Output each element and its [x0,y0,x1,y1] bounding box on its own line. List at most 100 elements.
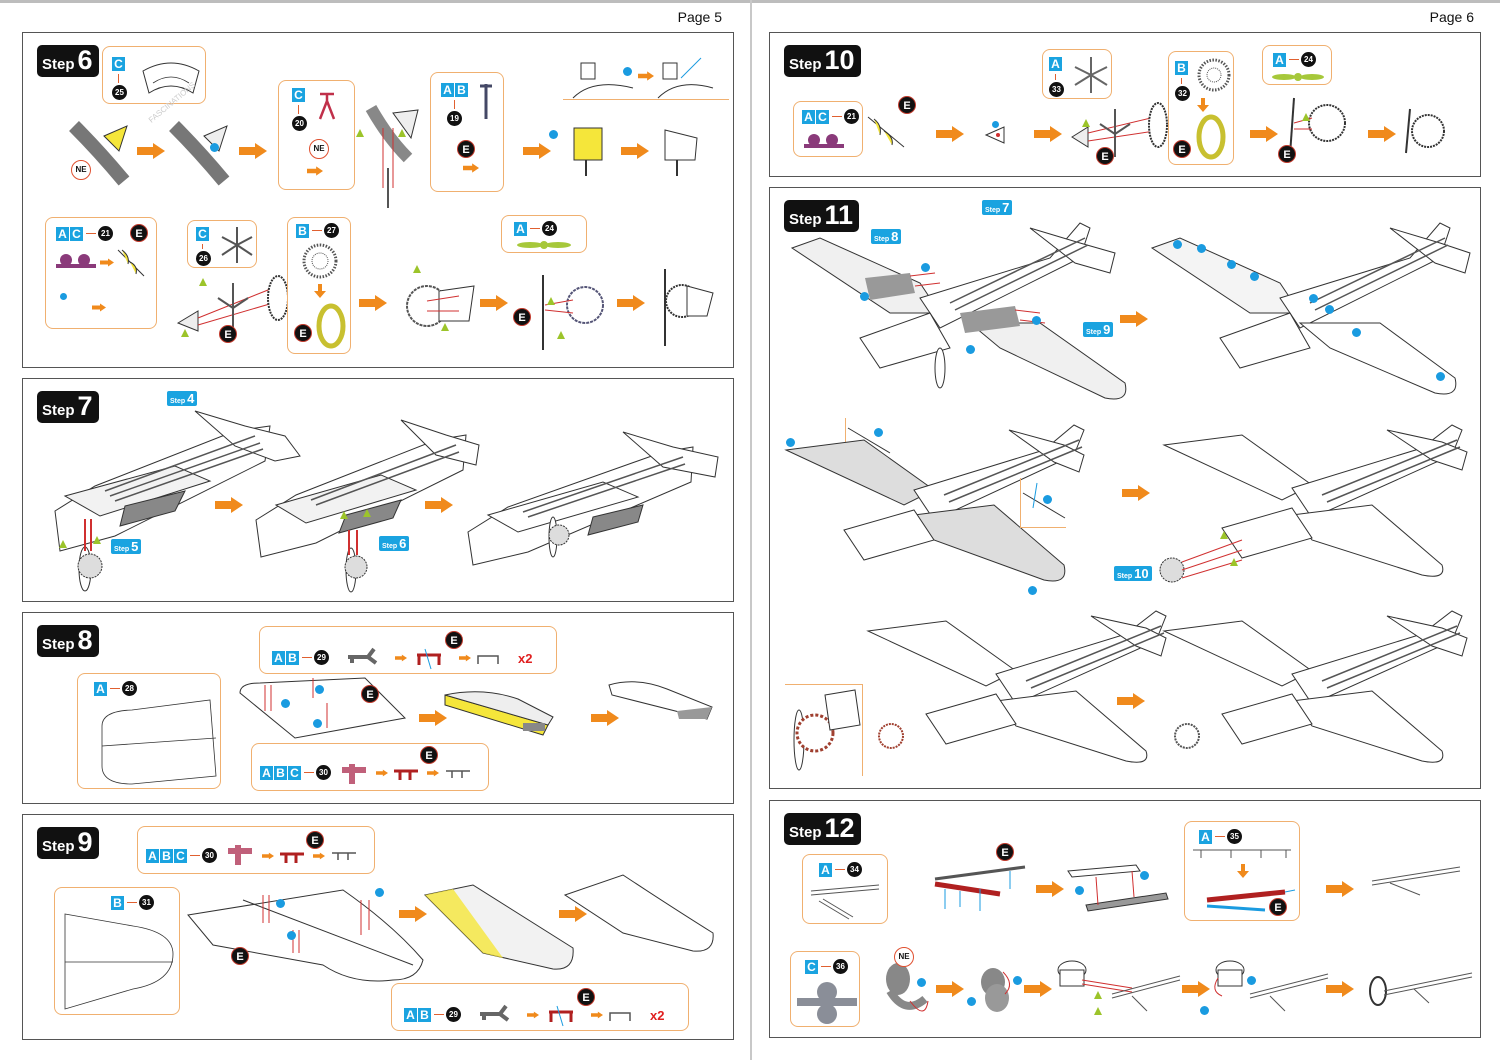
glue-dot-icon [1309,294,1318,303]
page-number: Page 6 [1429,9,1474,25]
glue-dot-icon [276,899,285,908]
sheet-label: A [802,109,815,124]
arrow-right-icon [559,906,587,922]
page-number: Page 5 [677,9,722,25]
ref-number: 5 [131,539,139,554]
ne-badge: NE [71,160,91,180]
propeller-engine-illustration [1289,97,1346,156]
ne-badge: NE [894,947,914,967]
step-number: 7 [77,391,93,421]
page-spine [750,0,752,1060]
glue-dot-icon [1032,316,1041,325]
sheet-label: C [112,57,125,71]
engine-ring-cone-illustration [169,121,230,186]
arrow-down-icon [314,284,326,298]
glue-dot-icon [1043,495,1052,504]
wing-folded-illustration [423,884,574,970]
e-badge: E [445,631,463,649]
landing-gear-complete-illustration [1369,972,1473,1006]
arrow-right-icon [1120,311,1148,327]
glue-dot-icon [917,978,926,987]
part-35-fold-illustration [1206,889,1296,912]
engine-with-exhaust-illustration [573,127,603,176]
step-number: 11 [824,200,854,230]
part-34-strut-illustration [810,884,880,920]
cylinder-star-illustration [221,227,253,263]
sheet-label: B [1175,61,1188,75]
arrow-right-icon [459,654,471,662]
step-number: 9 [77,827,93,857]
aircraft-wings-attached-illustration [1150,222,1471,395]
sheet-label: C [196,227,209,241]
part-21-folded-illustration [867,116,905,148]
part-number: 24 [542,221,557,236]
arrow-right-icon [1034,126,1062,142]
engine-with-propeller-illustration [664,269,714,346]
sheet-label: C [292,88,305,102]
arrow-right-icon [425,497,453,513]
aircraft-fuselage-engine-illustration [467,431,719,566]
glue-dot-icon [1200,1006,1209,1015]
sheet-label: C [70,226,83,241]
glue-dot-icon [874,428,883,437]
align-triangle-icon [181,329,189,337]
align-triangle-icon [1094,1007,1102,1015]
part-label-group: C 26 [196,225,211,268]
sheet-label: B [274,765,287,780]
arrow-right-icon [617,295,645,311]
aircraft-wings-tabs-illustration [784,424,1085,582]
part-30-illustration [228,845,252,865]
arrow-right-icon [1368,126,1396,142]
callout-part-32: B 32 E [1168,51,1234,165]
arrow-right-icon [591,710,619,726]
detail-inset [1020,478,1066,528]
part-31-wing-flat-illustration [64,913,174,1010]
sheet-label: A [94,681,107,696]
ref-number: 7 [1002,200,1010,215]
arrow-right-icon [1250,126,1278,142]
glue-dot-icon [966,345,975,354]
align-triangle-icon [1220,531,1228,539]
align-triangle-icon [398,129,406,137]
part-number: 30 [202,848,217,863]
glue-dot-icon [967,997,976,1006]
step-word: Step [789,211,822,228]
glue-dot-icon [1250,272,1259,281]
part-30-illustration [342,764,366,784]
wheel-fold-illustration [886,963,929,1012]
arrow-right-icon [527,1011,539,1019]
arrow-right-icon [92,303,106,312]
arrow-right-icon [1182,981,1210,997]
arrow-right-icon [463,163,479,173]
sheet-label: B [296,223,309,238]
aircraft-fuselage-illustration [54,410,301,592]
align-triangle-icon [1230,558,1238,566]
detail-inset [563,53,729,100]
glue-dot-icon [60,293,67,300]
arrow-right-icon [936,981,964,997]
strut-complete-illustration [1371,866,1461,896]
sheet-label: A [1049,57,1062,71]
glue-dot-icon [281,699,290,708]
arrow-right-icon [239,143,267,159]
part-28-wing-flat-illustration [101,699,217,785]
ref-word: Step [1086,329,1102,336]
ref-word: Step [382,543,398,550]
ref-word: Step [114,546,130,553]
arrow-right-icon [591,1011,603,1019]
arrow-right-icon [1117,693,1145,709]
engine-cylinders-assembly-illustration [176,275,289,332]
